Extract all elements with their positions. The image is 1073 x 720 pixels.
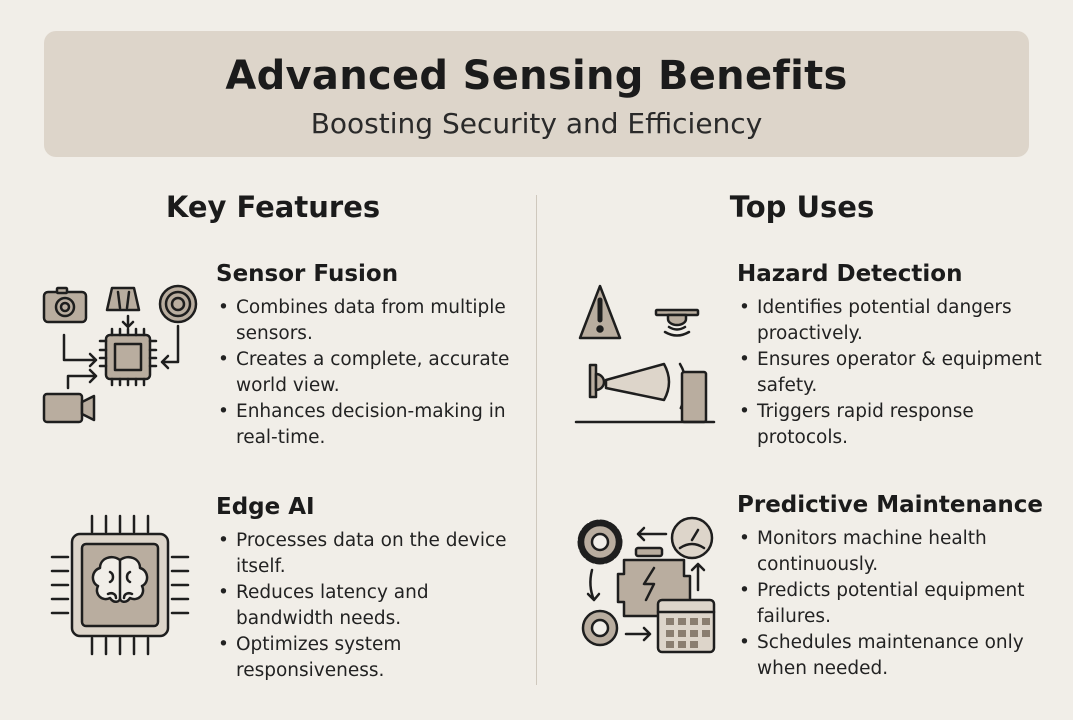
bullet: Schedules maintenance only when needed.: [737, 630, 1067, 682]
predictive-maintenance-section: Predictive Maintenance Monitors machine …: [737, 490, 1067, 682]
bullet: Triggers rapid response protocols.: [737, 399, 1057, 451]
page-subtitle: Boosting Security and Efficiency: [310, 107, 763, 140]
page-title: Advanced Sensing Benefits: [225, 53, 848, 99]
hazard-detection-icon: [574, 284, 716, 424]
column-divider: [536, 195, 537, 685]
key-features-heading: Key Features: [165, 190, 381, 224]
bullet: Combines data from multiple sensors.: [216, 295, 516, 347]
bullet: Reduces latency and bandwidth needs.: [216, 580, 516, 632]
sensor-fusion-section: Sensor Fusion Combines data from multipl…: [216, 259, 516, 451]
bullet: Enhances decision-making in real-time.: [216, 399, 516, 451]
bullet: Optimizes system responsiveness.: [216, 632, 516, 684]
bullet: Monitors machine health continuously.: [737, 526, 1067, 578]
section-title: Sensor Fusion: [216, 261, 399, 287]
bullet: Predicts potential equipment failures.: [737, 578, 1067, 630]
section-title: Edge AI: [216, 494, 315, 520]
section-title: Predictive Maintenance: [737, 492, 1044, 518]
header-banner: Advanced Sensing Benefits Boosting Secur…: [44, 31, 1029, 157]
top-uses-heading: Top Uses: [729, 190, 875, 224]
section-title: Hazard Detection: [737, 261, 963, 287]
bullet: Creates a complete, accurate world view.: [216, 347, 516, 399]
edge-ai-section: Edge AI Processes data on the device its…: [216, 492, 516, 684]
bullet: Processes data on the device itself.: [216, 528, 516, 580]
sensor-fusion-icon: [42, 284, 198, 424]
predictive-maintenance-icon: [577, 516, 716, 654]
bullet: Ensures operator & equipment safety.: [737, 347, 1057, 399]
hazard-detection-section: Hazard Detection Identifies potential da…: [737, 259, 1057, 451]
bullet: Identifies potential dangers proactively…: [737, 295, 1057, 347]
edge-ai-chip-icon: [50, 514, 190, 656]
